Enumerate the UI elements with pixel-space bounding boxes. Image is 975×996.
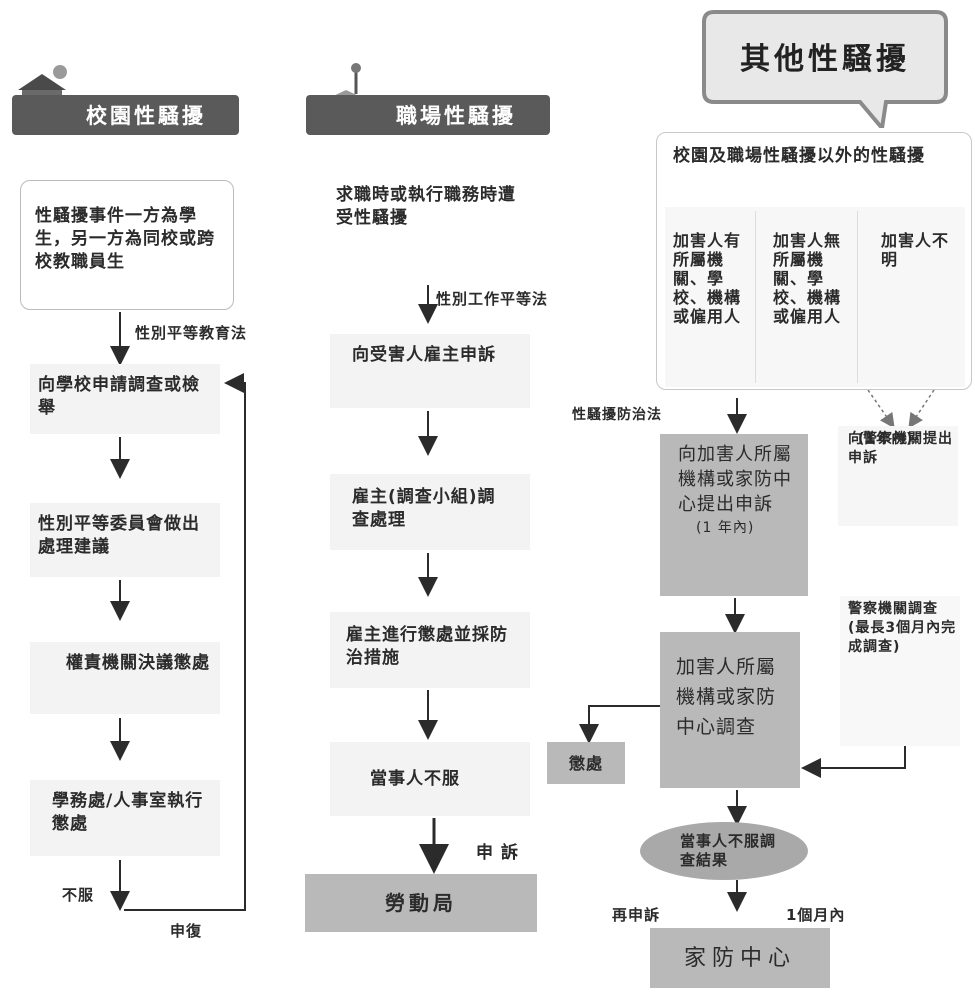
other-title: 其他性騷擾 xyxy=(740,42,910,77)
other-final: 家防中心 xyxy=(683,945,796,971)
other-reappeal: 再申訴 xyxy=(612,906,661,924)
workplace-step-3-text: 雇主進行懲處並採防治措施 xyxy=(346,625,508,668)
workplace-law: 性別工作平等法 xyxy=(436,290,549,308)
other-scope-box: 校園及職場性騷擾以外的性騷擾 加害人有所屬機關、學校、機構或僱用人 加害人無所屬… xyxy=(656,132,972,390)
workplace-scope: 求職時或執行職務時遭受性騷擾 xyxy=(336,185,516,228)
other-case-1: 加害人有所屬機關、學校、機構或僱用人 xyxy=(673,231,742,326)
campus-scope: 性騷擾事件一方為學生，另一方為同校或跨校教職員生 xyxy=(35,206,215,272)
campus-step-1-text: 向學校申請調查或檢舉 xyxy=(38,375,200,418)
police-complaint: 向警察機關提出申訴 xyxy=(848,431,953,466)
workplace-title: 職場性騷擾 xyxy=(396,104,516,128)
campus-appeal: 申復 xyxy=(170,922,203,940)
punish: 懲處 xyxy=(568,753,603,773)
campus-law: 性別平等教育法 xyxy=(135,324,248,342)
campus-header: 校園性騷擾 xyxy=(12,95,239,135)
campus-arrows xyxy=(110,312,246,911)
workplace-step-2: 雇主(調查小組)調查處理 xyxy=(330,474,530,550)
police-complaint-box: 向警察機關提出申訴 (1年內) xyxy=(838,426,958,526)
police-investigate-box: 警察機關調查(最長3個月內完成調查) xyxy=(840,596,960,746)
workplace-step-2-text: 雇主(調查小組)調查處理 xyxy=(352,487,496,530)
campus-dissent: 不服 xyxy=(62,886,95,904)
workplace-appeal: 申 訴 xyxy=(476,843,519,863)
other-law: 性騷擾防治法 xyxy=(572,407,662,423)
other-complaint: 向加害人所屬機構或家防中心提出申訴 xyxy=(678,444,792,515)
other-reappeal-limit: 1個月內 xyxy=(786,906,846,924)
other-investigate-box: 加害人所屬機構或家防中心調查 xyxy=(660,632,800,788)
other-cases: 加害人有所屬機關、學校、機構或僱用人 加害人無所屬機關、學校、機構或僱用人 加害… xyxy=(665,207,965,387)
campus-step-3-text: 權責機關決議懲處 xyxy=(66,653,210,673)
campus-scope-box: 性騷擾事件一方為學生，另一方為同校或跨校教職員生 xyxy=(20,180,234,310)
workplace-step-1: 向受害人雇主申訴 xyxy=(330,334,530,408)
other-complaint-limit: (1 年內) xyxy=(696,520,755,536)
speech-bubble: 其他性騷擾 xyxy=(700,8,950,128)
other-dissent: 當事人不服調查結果 xyxy=(680,832,777,869)
workplace-final: 勞動局 xyxy=(385,890,457,915)
other-final-box: 家防中心 xyxy=(650,928,830,988)
other-case-3: 加害人不明 xyxy=(881,231,950,269)
workplace-scope-box: 求職時或執行職務時遭受性騷擾 xyxy=(330,180,530,260)
other-case-2: 加害人無所屬機關、學校、機構或僱用人 xyxy=(773,231,842,326)
other-investigate: 加害人所屬機構或家防中心調查 xyxy=(676,656,777,738)
workplace-step-4-text: 當事人不服 xyxy=(370,769,460,789)
workplace-header: 職場性騷擾 xyxy=(306,95,550,135)
police-investigate: 警察機關調查(最長3個月內完成調查) xyxy=(848,601,957,655)
punish-box: 懲處 xyxy=(547,742,625,784)
workplace-arrows xyxy=(418,285,449,874)
workplace-step-1-text: 向受害人雇主申訴 xyxy=(352,345,496,365)
police-limit: (1年內) xyxy=(858,431,914,447)
campus-step-2: 性別平等委員會做出處理建議 xyxy=(30,503,220,577)
police-dashed-arrows xyxy=(867,389,935,429)
other-arrows xyxy=(579,398,906,912)
workplace-final-box: 勞動局 xyxy=(305,874,537,932)
other-scope: 校園及職場性騷擾以外的性騷擾 xyxy=(673,146,925,166)
campus-step-4: 學務處/人事室執行懲處 xyxy=(30,780,220,856)
campus-step-1: 向學校申請調查或檢舉 xyxy=(30,364,220,434)
other-dissent-oval: 當事人不服調查結果 xyxy=(640,822,808,880)
campus-step-3: 權責機關決議懲處 xyxy=(30,642,220,714)
other-complaint-box: 向加害人所屬機構或家防中心提出申訴 (1 年內) xyxy=(660,434,808,596)
workplace-step-3: 雇主進行懲處並採防治措施 xyxy=(330,612,530,688)
campus-step-2-text: 性別平等委員會做出處理建議 xyxy=(38,514,200,557)
campus-title: 校園性騷擾 xyxy=(86,104,206,128)
campus-step-4-text: 學務處/人事室執行懲處 xyxy=(52,791,204,834)
workplace-step-4: 當事人不服 xyxy=(330,742,530,816)
